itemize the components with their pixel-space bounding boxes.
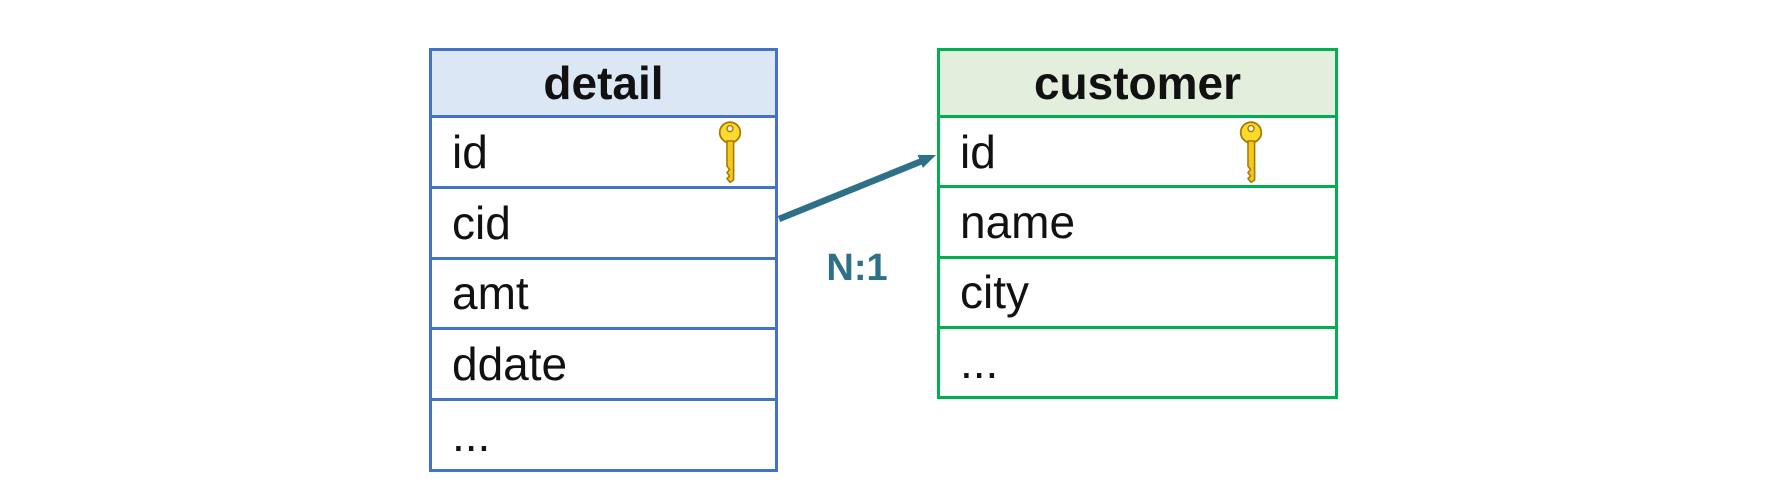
table-customer-row-more: ... xyxy=(940,328,1335,396)
table-customer: customer id name city ... xyxy=(937,48,1338,399)
field-label: amt xyxy=(452,267,529,320)
field-label: name xyxy=(960,195,1076,248)
field-label: cid xyxy=(452,196,511,249)
relationship-arrow-icon xyxy=(777,154,936,223)
field-label: ... xyxy=(452,409,491,462)
field-label: id xyxy=(960,125,996,178)
table-detail-title: detail xyxy=(432,51,775,118)
primary-key-icon xyxy=(718,121,742,183)
field-label: ddate xyxy=(452,338,568,391)
table-detail-row-ddate: ddate xyxy=(432,330,775,402)
table-detail-row-more: ... xyxy=(432,401,775,469)
field-label: id xyxy=(452,125,488,178)
table-customer-row-id: id xyxy=(940,118,1335,189)
table-detail: detail id cid amt ddate ... xyxy=(429,48,778,472)
table-customer-row-city: city xyxy=(940,258,1335,329)
table-detail-row-id: id xyxy=(432,118,775,189)
table-detail-row-amt: amt xyxy=(432,259,775,331)
field-label: city xyxy=(960,266,1029,319)
table-customer-title: customer xyxy=(940,51,1335,118)
primary-key-icon xyxy=(1239,121,1263,183)
table-customer-row-name: name xyxy=(940,188,1335,259)
table-detail-row-cid: cid xyxy=(432,188,775,260)
field-label: ... xyxy=(960,336,999,389)
relationship-cardinality-label: N:1 xyxy=(826,247,888,289)
